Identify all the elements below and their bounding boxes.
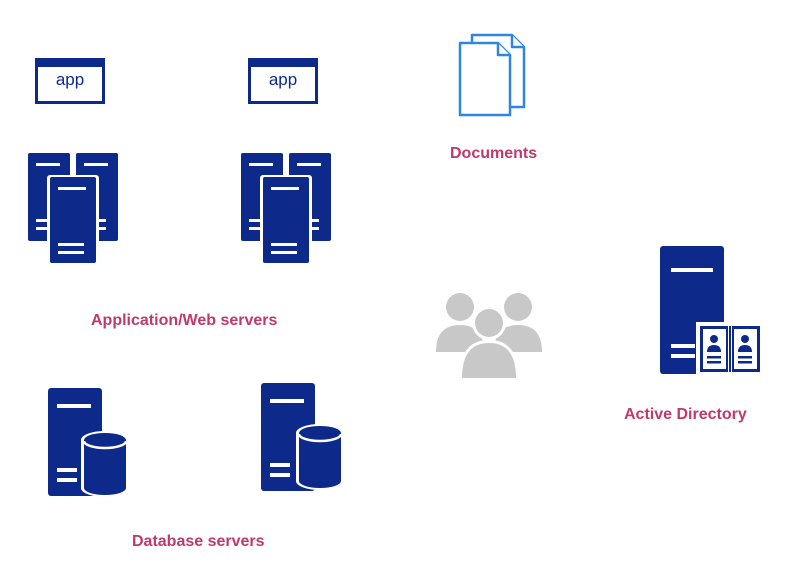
database-server-icon [261, 383, 344, 491]
app-window-label: app [268, 70, 298, 89]
users-group-icon [436, 293, 542, 380]
server-cluster-icon [28, 153, 118, 265]
database-server-icon [48, 388, 129, 497]
app-window-label: app [55, 70, 85, 89]
app-web-servers-label: Application/Web servers [91, 312, 278, 329]
database-servers-label: Database servers [132, 533, 265, 550]
server-cluster-icon [241, 153, 331, 265]
active-directory-icon [660, 246, 764, 374]
documents-label: Documents [450, 145, 538, 162]
active-directory-label: Active Directory [624, 406, 747, 423]
documents-icon [458, 33, 526, 117]
app-window-icon-2: app [248, 58, 318, 104]
app-window-icon-1: app [35, 58, 105, 104]
